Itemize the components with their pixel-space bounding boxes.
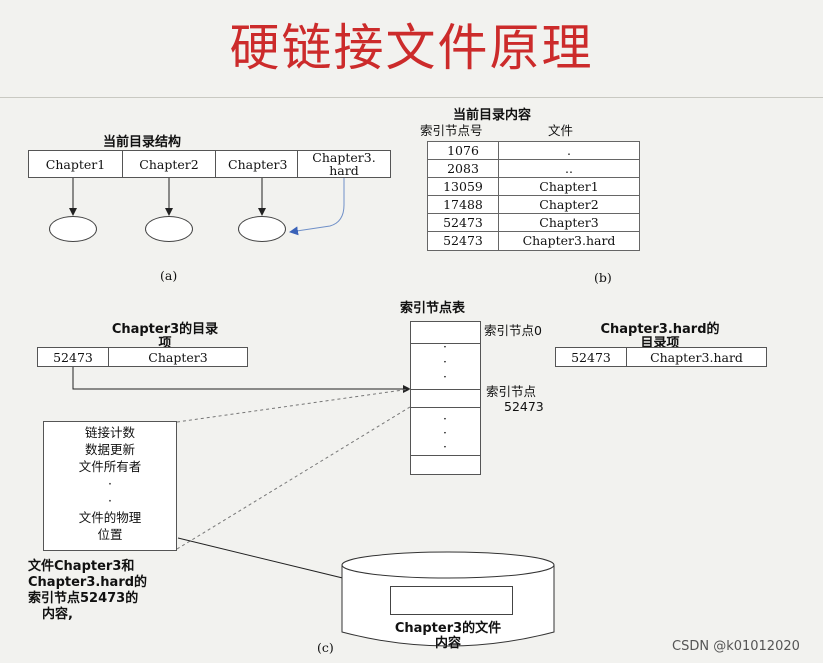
hard-entry-inode: 52473 [555, 347, 627, 367]
inode-52473-bottom-divider [410, 407, 481, 408]
inode-52473-top-divider [410, 389, 481, 390]
inode-table-frame [410, 321, 481, 475]
arrow-entry-to-inode [72, 366, 411, 393]
inode-52473-label-line1: 索引节点 [486, 384, 537, 399]
dir-entry-chapter2: Chapter2 [122, 150, 216, 178]
panel-b-caption: (b) [594, 270, 612, 285]
inode-ellipse-chapter2 [145, 216, 193, 242]
inode-field-physical-location-line1: 文件的物理 [78, 510, 142, 525]
table-row-file: . [498, 141, 640, 160]
dir-entry-chapter1: Chapter1 [28, 150, 123, 178]
inode-52473-label-line2: 52473 [504, 399, 544, 414]
inode-dot: · [443, 411, 447, 426]
table-row-file: Chapter2 [498, 195, 640, 214]
table-row-file: Chapter3 [498, 213, 640, 232]
table-row-inode: 52473 [427, 213, 499, 232]
title-divider [0, 97, 823, 98]
inode-field-data-update: 数据更新 [84, 442, 135, 457]
arrow-chapter3-hard [289, 178, 345, 236]
hard-entry-heading-line1: Chapter3.hard的 [600, 322, 720, 337]
inode-dot: · [443, 439, 447, 454]
disk-label-line2: 内容 [434, 636, 461, 651]
inode-field-dot: · [108, 493, 112, 508]
inode-ellipse-chapter3 [238, 216, 286, 242]
hard-entry-name: Chapter3.hard [626, 347, 767, 367]
inode-description: 文件Chapter3和 Chapter3.hard的 索引节点52473的 内容… [28, 559, 148, 622]
panel-b-heading: 当前目录内容 [453, 108, 532, 123]
inode-dot: · [443, 339, 447, 354]
dashed-projection-bottom [176, 406, 411, 550]
table-row-file: Chapter3.hard [498, 231, 640, 251]
table-row-file: Chapter1 [498, 177, 640, 196]
inode-dot: · [443, 425, 447, 440]
inode-row-0-divider [410, 343, 481, 344]
inode-contents-box: 链接计数 数据更新 文件所有者 · · 文件的物理 位置 [43, 421, 177, 551]
panel-c-caption: (c) [317, 640, 334, 655]
inode-field-link-count: 链接计数 [84, 425, 135, 440]
table-row-inode: 2083 [427, 159, 499, 178]
table-row-inode: 13059 [427, 177, 499, 196]
dir-entry-chapter3: Chapter3 [215, 150, 298, 178]
disk-cylinder-top [341, 551, 555, 579]
panel-a-heading: 当前目录结构 [103, 135, 182, 150]
dir-entry-chapter3-hard: Chapter3. hard [297, 150, 391, 178]
inode-0-label: 索引节点0 [484, 323, 542, 338]
inode-ellipse-chapter1 [49, 216, 97, 242]
panel-a-caption: (a) [160, 268, 178, 283]
table-row-inode: 52473 [427, 231, 499, 251]
col-header-inode: 索引节点号 [420, 123, 483, 138]
table-row-inode: 17488 [427, 195, 499, 214]
inode-last-divider [410, 455, 481, 456]
page-title: 硬链接文件原理 [229, 19, 594, 77]
inode-dot: · [443, 369, 447, 384]
table-row-file: .. [498, 159, 640, 178]
col-header-file: 文件 [548, 123, 574, 138]
watermark: CSDN @k01012020 [672, 639, 800, 654]
disk-data-block [390, 586, 513, 615]
inode-dot: · [443, 354, 447, 369]
ch3-entry-heading-line1: Chapter3的目录 [111, 322, 219, 337]
inode-field-physical-location-line2: 位置 [97, 527, 123, 542]
inode-table-heading: 索引节点表 [400, 301, 466, 316]
ch3-entry-name: Chapter3 [108, 347, 248, 367]
table-row-inode: 1076 [427, 141, 499, 160]
dashed-projection-top [176, 388, 411, 423]
ch3-entry-inode: 52473 [37, 347, 109, 367]
inode-field-owner: 文件所有者 [78, 459, 142, 474]
disk-label-line1: Chapter3的文件 [394, 621, 502, 636]
inode-field-dot: · [108, 476, 112, 491]
